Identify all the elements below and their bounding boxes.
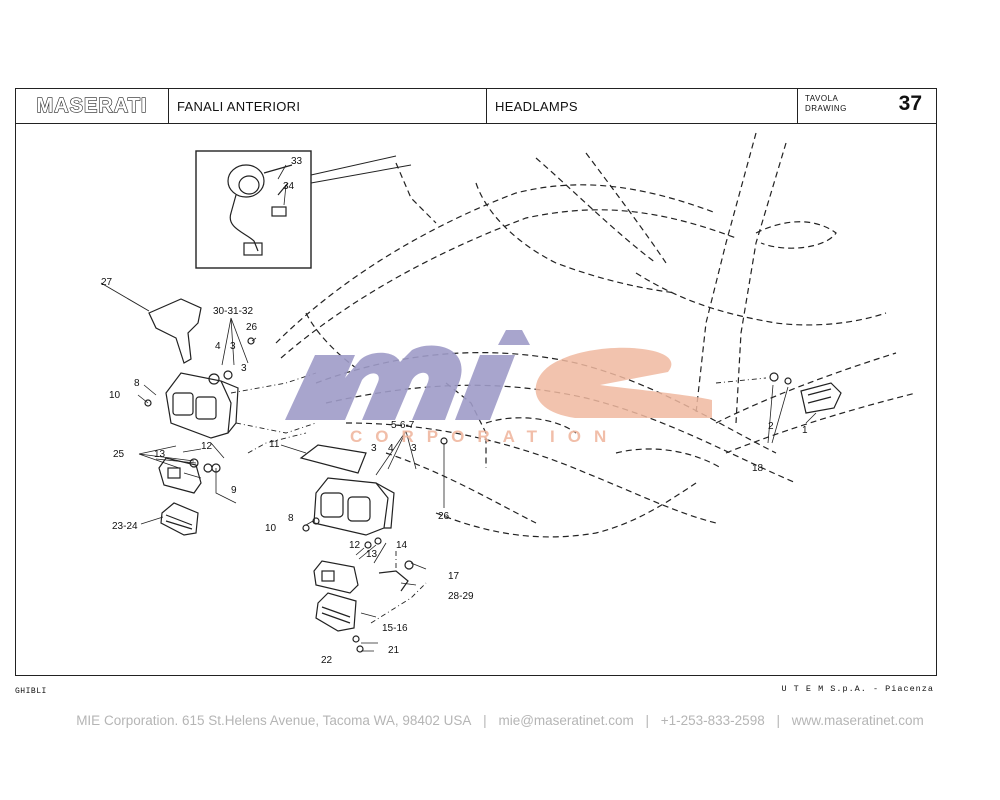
callout-12-right: 12	[349, 540, 361, 551]
callout-labels: 33 34 27 30-31-32 26 4 3 3 8 10 12 25 13…	[101, 156, 808, 666]
right-headlamp-assembly	[299, 444, 395, 536]
callout-18: 18	[752, 463, 764, 474]
callout-14: 14	[396, 540, 408, 551]
contact-separator: |	[776, 713, 780, 728]
drawing-label: TAVOLA DRAWING	[805, 94, 847, 114]
leader-lines	[137, 164, 817, 652]
callout-12-left: 12	[201, 441, 213, 452]
bracket-27	[100, 282, 202, 364]
right-fog-lamp	[313, 560, 409, 632]
callout-1: 1	[802, 425, 808, 436]
publisher-name: U T E M S.p.A. - Piacenza	[781, 684, 934, 694]
callout-13-left: 13	[154, 449, 166, 460]
contact-address: MIE Corporation. 615 St.Helens Avenue, T…	[76, 713, 472, 728]
callout-17: 17	[448, 571, 460, 582]
callout-3-right: 3	[371, 443, 377, 454]
left-fog-lamp	[158, 457, 213, 536]
callout-33: 33	[291, 156, 303, 167]
drawing-number-cell: TAVOLA DRAWING 37	[798, 89, 936, 123]
side-marker-lamp	[769, 372, 842, 414]
callout-8-left: 8	[134, 378, 140, 389]
inset-horn-detail	[195, 150, 412, 269]
callout-25: 25	[113, 449, 125, 460]
contact-bar: MIE Corporation. 615 St.Helens Avenue, T…	[0, 713, 1000, 728]
callout-5-6-7: 5-6-7	[391, 420, 415, 431]
callout-3-left: 3	[230, 341, 236, 352]
callout-28-29: 28-29	[448, 591, 474, 602]
contact-separator: |	[483, 713, 487, 728]
drawing-word-label: DRAWING	[805, 104, 847, 113]
title-italian: FANALI ANTERIORI	[169, 89, 487, 123]
callout-34: 34	[283, 181, 295, 192]
callout-3-right-2: 3	[411, 443, 417, 454]
contact-email-link[interactable]: mie@maseratinet.com	[498, 713, 634, 728]
callout-10-left: 10	[109, 390, 121, 401]
callout-4-left: 4	[215, 341, 221, 352]
callout-3-left-lower: 3	[241, 363, 247, 374]
callout-4-right: 4	[388, 443, 394, 454]
watermark-logo	[285, 330, 712, 420]
callout-15-16: 15-16	[382, 623, 408, 634]
model-name: GHIBLI	[15, 687, 47, 696]
callout-27: 27	[101, 277, 113, 288]
callout-2: 2	[768, 421, 774, 432]
drawing-number: 37	[898, 92, 922, 115]
callout-21: 21	[388, 645, 400, 656]
watermark-sub: CORPORATION	[350, 427, 619, 446]
callout-23-24: 23-24	[112, 521, 138, 532]
callout-13-right: 13	[366, 549, 378, 560]
contact-separator: |	[645, 713, 649, 728]
callout-26-left: 26	[246, 322, 258, 333]
callout-8-right: 8	[288, 513, 294, 524]
callout-30-31-32: 30-31-32	[213, 306, 253, 317]
contact-website-link[interactable]: www.maseratinet.com	[791, 713, 924, 728]
title-english: HEADLAMPS	[487, 89, 798, 123]
callout-9: 9	[231, 485, 237, 496]
title-block: MASERATI FANALI ANTERIORI HEADLAMPS TAVO…	[16, 89, 936, 124]
tavola-label: TAVOLA	[805, 94, 839, 103]
callout-10-right: 10	[265, 523, 277, 534]
brand-name: MASERATI	[36, 94, 148, 117]
maserati-logo: MASERATI	[16, 89, 169, 123]
callout-22: 22	[321, 655, 333, 666]
callout-11: 11	[269, 439, 280, 450]
callout-26-right: 26	[438, 511, 450, 522]
contact-phone: +1-253-833-2598	[660, 713, 765, 728]
left-headlamp-assembly	[165, 370, 239, 439]
